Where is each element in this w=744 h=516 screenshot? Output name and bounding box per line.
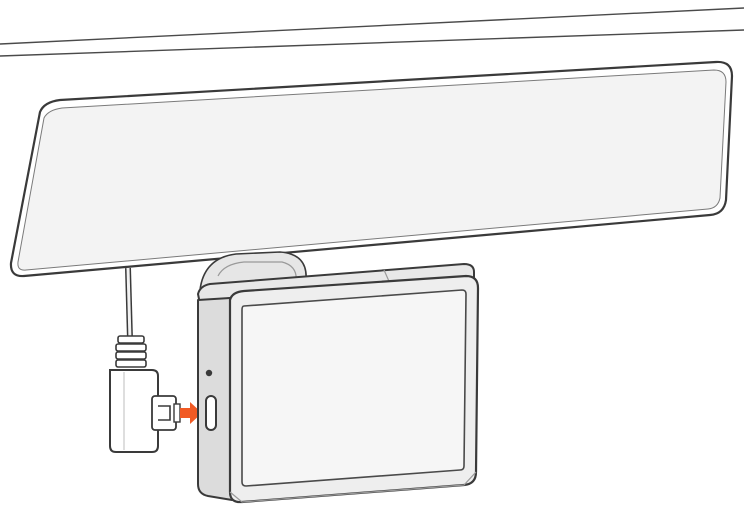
windshield-line-icon xyxy=(0,7,744,57)
dash-camera-icon xyxy=(197,263,480,504)
micro-usb-plug-icon xyxy=(109,369,181,453)
usb-cable-icon xyxy=(115,267,147,368)
usb-port-icon xyxy=(205,369,217,431)
insert-arrow-icon xyxy=(180,402,202,424)
rear-view-mirror-icon xyxy=(9,60,734,278)
